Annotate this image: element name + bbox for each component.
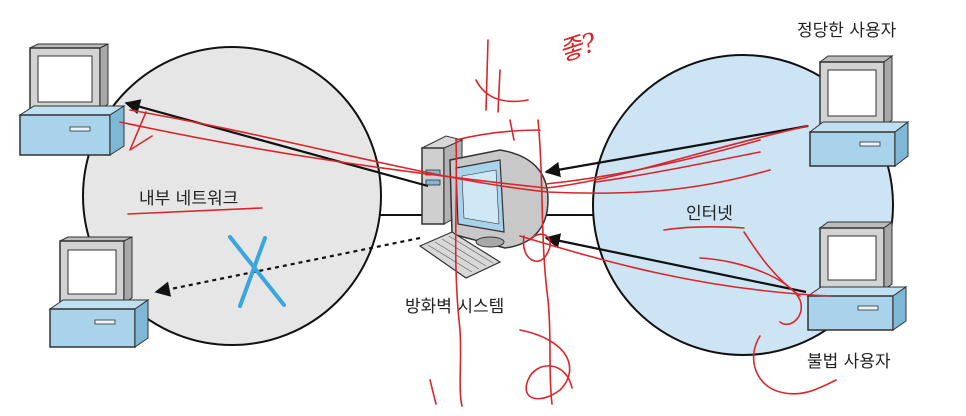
internet-label: 인터넷 [686,204,733,224]
internal-computer-top [18,43,126,156]
pen-loop-firewall-base [522,233,551,262]
underline-internet [663,225,745,231]
legitimate-user-label: 정당한 사용자 [797,21,897,41]
illegal-user-computer [806,221,908,331]
pen-arrow-tip-left [129,111,153,151]
arrow-legit-user-to-firewall [544,124,809,178]
internal-network-label: 내부 네트워크 [139,189,238,209]
pen-firewall-right-edge [537,119,553,405]
pen-wall-lines [475,39,529,113]
arrow-illegal-user-to-firewall [544,233,807,294]
pen-line-top [119,121,809,189]
legitimate-user-computer [808,55,910,168]
pen-swoop-right [699,257,803,325]
pen-line-lower [545,139,761,185]
pen-swoop-right-upper [595,151,761,183]
pen-wall-lines-2 [429,119,515,405]
pen-line-illegal [519,235,831,297]
arrow-firewall-to-internal-top [124,99,429,188]
pen-scribble-right-circle [743,231,801,297]
handwritten-note: 좋? [555,28,601,69]
pen-line-mid [129,109,771,194]
pen-firewall-top [455,129,541,141]
underline-internal-network [127,207,263,215]
pen-annotations [119,39,837,407]
firewall-system-label: 방화벽 시스템 [405,297,504,317]
dashed-arrow-to-internal-bottom [154,236,421,297]
pen-firewall-left-edge [454,139,463,407]
internal-computer-bottom [48,236,150,348]
internal-network-circle [82,46,382,346]
pen-loop-illegal-user [752,335,837,395]
pen-loop-bottom-center [519,329,573,400]
blocked-x-mark [228,235,286,308]
illegal-user-label: 불법 사용자 [807,352,891,372]
